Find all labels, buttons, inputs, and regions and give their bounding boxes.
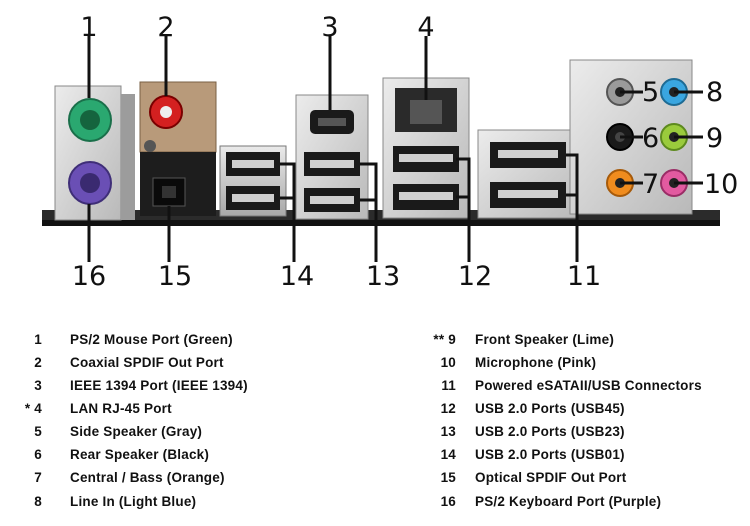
legend-item-13: 13 USB 2.0 Ports (USB23) <box>400 424 740 442</box>
legend-label: Powered eSATAII/USB Connectors <box>475 378 702 393</box>
legend-item-2: 2 Coaxial SPDIF Out Port <box>0 355 360 373</box>
callout-16: 16 <box>72 261 106 292</box>
legend-item-1: 1 PS/2 Mouse Port (Green) <box>0 332 360 350</box>
legend-label: USB 2.0 Ports (USB01) <box>475 447 625 462</box>
legend-item-15: 15 Optical SPDIF Out Port <box>400 470 740 488</box>
legend-item-14: 14 USB 2.0 Ports (USB01) <box>400 447 740 465</box>
legend-item-5: 5 Side Speaker (Gray) <box>0 424 360 442</box>
legend-item-9: ** 9 Front Speaker (Lime) <box>400 332 740 350</box>
legend-item-8: 8 Line In (Light Blue) <box>0 494 360 512</box>
legend-number: 3 <box>34 378 42 393</box>
legend-label: Line In (Light Blue) <box>70 494 197 509</box>
legend-number: 16 <box>440 494 456 509</box>
legend-number: 2 <box>34 355 42 370</box>
legend-item-6: 6 Rear Speaker (Black) <box>0 447 360 465</box>
callout-8: 8 <box>706 77 723 108</box>
legend-label: Optical SPDIF Out Port <box>475 470 627 485</box>
callout-2: 2 <box>157 12 174 43</box>
legend-label: Microphone (Pink) <box>475 355 597 370</box>
callout-numbers: 1 2 3 4 5 6 7 8 9 10 11 12 13 14 15 16 <box>72 12 739 292</box>
leader-lines <box>87 36 703 262</box>
legend-label: Coaxial SPDIF Out Port <box>70 355 224 370</box>
legend-number: 1 <box>34 332 42 347</box>
legend-item-7: 7 Central / Bass (Orange) <box>0 470 360 488</box>
ieee1394-usb23-stack <box>295 94 369 220</box>
legend-label: Central / Bass (Orange) <box>70 470 225 485</box>
lan-usb45-stack <box>382 77 470 219</box>
legend-label: PS/2 Keyboard Port (Purple) <box>475 494 662 509</box>
callout-15: 15 <box>158 261 192 292</box>
legend-item-16: 16 PS/2 Keyboard Port (Purple) <box>400 494 740 512</box>
legend-number: 11 <box>441 378 456 393</box>
callout-12: 12 <box>458 261 492 292</box>
callout-5: 5 <box>642 77 659 108</box>
callout-11: 11 <box>567 261 601 292</box>
legend-label: Front Speaker (Lime) <box>475 332 615 347</box>
legend-number: 10 <box>440 355 456 370</box>
legend-item-12: 12 USB 2.0 Ports (USB45) <box>400 401 740 419</box>
legend-label: Rear Speaker (Black) <box>70 447 210 462</box>
callout-9: 9 <box>706 123 723 154</box>
legend-label: IEEE 1394 Port (IEEE 1394) <box>70 378 248 393</box>
legend-label: Side Speaker (Gray) <box>70 424 203 439</box>
legend-number: ** 9 <box>433 332 456 347</box>
legend-number: 6 <box>34 447 42 462</box>
callout-10: 10 <box>704 169 738 200</box>
legend-number: 7 <box>34 470 42 485</box>
legend-label: USB 2.0 Ports (USB23) <box>475 424 625 439</box>
legend-number: * 4 <box>24 401 42 416</box>
rear-io-panel-diagram: 1 2 3 4 5 6 7 8 9 10 11 12 13 14 15 16 <box>42 12 739 292</box>
callout-6: 6 <box>642 123 659 154</box>
legend-label: PS/2 Mouse Port (Green) <box>70 332 233 347</box>
legend-label: USB 2.0 Ports (USB45) <box>475 401 625 416</box>
legend-number: 13 <box>440 424 456 439</box>
esata-usb-stack <box>477 129 579 219</box>
legend-item-11: 11 Powered eSATAII/USB Connectors <box>400 378 740 396</box>
legend-number: 5 <box>34 424 42 439</box>
legend-number: 15 <box>440 470 456 485</box>
legend-item-4: * 4 LAN RJ-45 Port <box>0 401 360 419</box>
callout-7: 7 <box>642 169 659 200</box>
legend-label: LAN RJ-45 Port <box>70 401 172 416</box>
legend-number: 14 <box>440 447 456 462</box>
callout-4: 4 <box>417 12 434 43</box>
callout-1: 1 <box>80 12 97 43</box>
legend-number: 12 <box>440 401 456 416</box>
callout-14: 14 <box>280 261 314 292</box>
legend-item-3: 3 IEEE 1394 Port (IEEE 1394) <box>0 378 360 396</box>
callout-3: 3 <box>321 12 338 43</box>
callout-13: 13 <box>366 261 400 292</box>
legend-item-10: 10 Microphone (Pink) <box>400 355 740 373</box>
usb01-stack <box>219 145 287 217</box>
spdif-block <box>139 81 217 216</box>
ps2-stack <box>54 85 135 221</box>
legend-number: 8 <box>34 494 42 509</box>
